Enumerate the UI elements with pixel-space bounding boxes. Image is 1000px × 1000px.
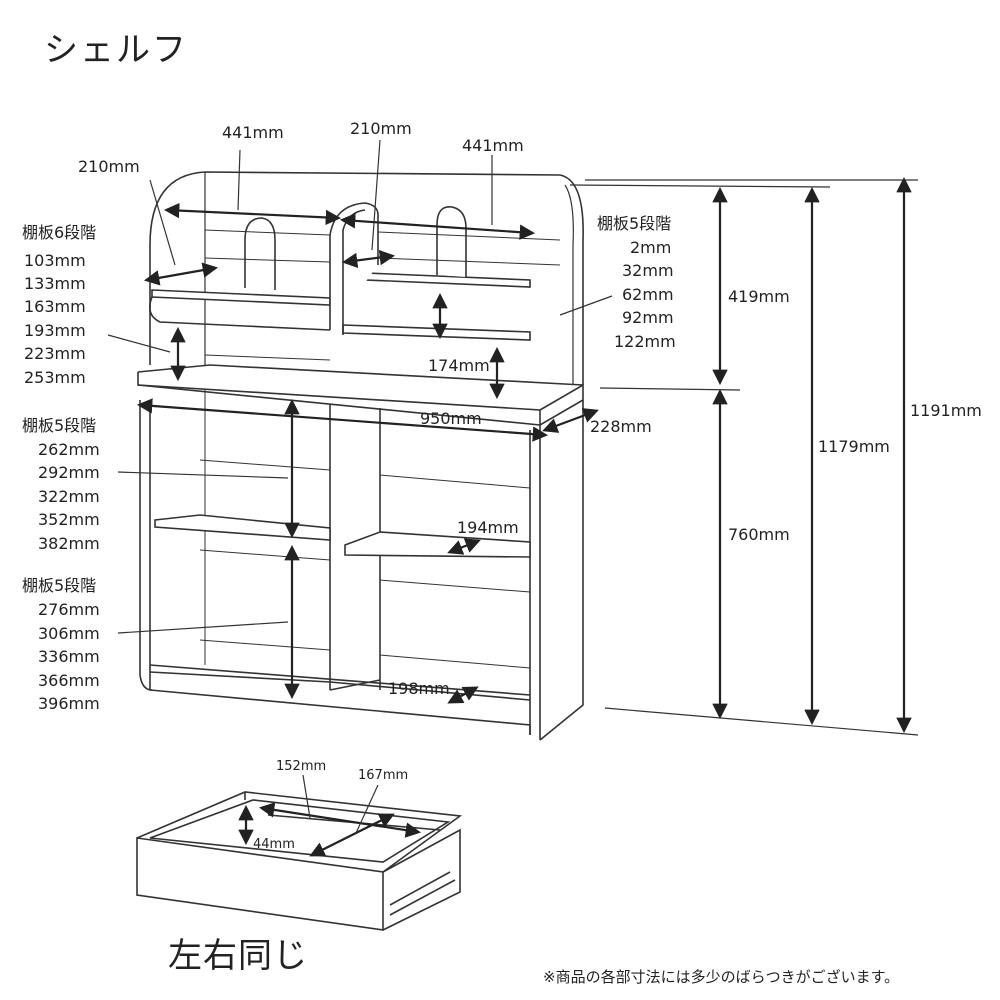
list-item: 92mm bbox=[622, 308, 674, 327]
list-heading: 棚板5段階 bbox=[22, 576, 96, 595]
list-item: 366mm bbox=[38, 671, 100, 690]
shelf-list-lower-bottom: 棚板5段階 276mm 306mm 336mm 366mm 396mm bbox=[22, 576, 100, 713]
shelf-body bbox=[137, 171, 584, 741]
list-item: 292mm bbox=[38, 463, 100, 482]
list-item: 276mm bbox=[38, 600, 100, 619]
desk-height-label: 760mm bbox=[728, 525, 790, 544]
height-1191-label: 1191mm bbox=[910, 401, 982, 420]
upper-center-width-label: 210mm bbox=[350, 119, 412, 138]
upper-left-width-label: 441mm bbox=[222, 123, 284, 142]
list-item: 163mm bbox=[24, 297, 86, 316]
side-depth-label: 210mm bbox=[78, 157, 140, 176]
list-item: 133mm bbox=[24, 274, 86, 293]
list-item: 193mm bbox=[24, 321, 86, 340]
list-item: 223mm bbox=[24, 344, 86, 363]
extension-lines bbox=[107, 139, 919, 736]
list-heading: 棚板5段階 bbox=[22, 416, 96, 435]
drawer-width-label: 167mm bbox=[358, 768, 408, 783]
dimension-arrows bbox=[136, 176, 912, 734]
list-item: 262mm bbox=[38, 440, 100, 459]
upper-height-label: 174mm bbox=[428, 356, 490, 375]
upper-right-width-label: 441mm bbox=[462, 136, 524, 155]
list-item: 396mm bbox=[38, 694, 100, 713]
list-item: 336mm bbox=[38, 647, 100, 666]
page-title: シェルフ bbox=[44, 30, 188, 70]
shelf-list-lower-mid: 棚板5段階 262mm 292mm 322mm 352mm 382mm bbox=[22, 416, 100, 553]
list-item: 253mm bbox=[24, 368, 86, 387]
list-item: 306mm bbox=[38, 624, 100, 643]
lower-depth-bottom-label: 198mm bbox=[388, 679, 450, 698]
footnote: ※商品の各部寸法には多少のばらつきがございます。 bbox=[543, 968, 900, 986]
shelf-list-upper-right: 棚板5段階 2mm 32mm 62mm 92mm 122mm bbox=[597, 214, 676, 351]
list-item: 32mm bbox=[622, 261, 674, 280]
list-item: 352mm bbox=[38, 510, 100, 529]
drawer-arrows bbox=[238, 802, 422, 857]
list-item: 103mm bbox=[24, 251, 86, 270]
total-width-label: 950mm bbox=[420, 409, 482, 428]
lower-depth-top-label: 194mm bbox=[457, 518, 519, 537]
list-heading: 棚板6段階 bbox=[22, 223, 96, 242]
height-1179-label: 1179mm bbox=[818, 437, 890, 456]
list-item: 122mm bbox=[614, 332, 676, 351]
drawer-caption: 左右同じ bbox=[168, 936, 308, 976]
list-item: 2mm bbox=[630, 238, 671, 257]
list-item: 382mm bbox=[38, 534, 100, 553]
total-depth-label: 228mm bbox=[590, 417, 652, 436]
list-item: 62mm bbox=[622, 285, 674, 304]
upper-section-height-label: 419mm bbox=[728, 287, 790, 306]
drawer-height-label: 44mm bbox=[253, 837, 295, 852]
shelf-list-upper-left: 棚板6段階 103mm 133mm 163mm 193mm 223mm 253m… bbox=[22, 223, 96, 387]
drawer-depth-label: 152mm bbox=[276, 759, 326, 774]
list-item: 322mm bbox=[38, 487, 100, 506]
list-heading: 棚板5段階 bbox=[597, 214, 671, 233]
